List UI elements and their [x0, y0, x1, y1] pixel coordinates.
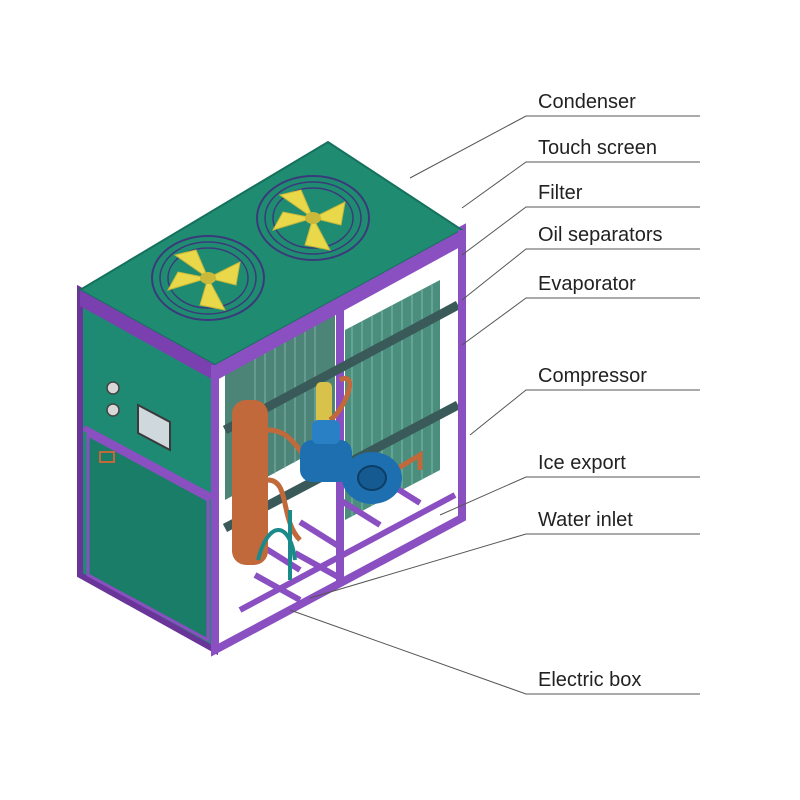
door-divider — [82, 425, 214, 500]
water-piping — [256, 510, 297, 580]
machine-body — [77, 140, 466, 657]
touch-screen-leader-line — [461, 161, 700, 209]
fan-icon — [151, 235, 265, 321]
evaporator-label: Evaporator — [538, 273, 636, 295]
copper-piping — [267, 376, 423, 542]
touch-screen-label: Touch screen — [538, 137, 657, 159]
filter-canister — [316, 382, 332, 430]
door-handle — [99, 451, 115, 463]
water-inlet-leader-line — [309, 533, 700, 599]
compressor-label: Compressor — [538, 365, 647, 387]
condenser-leader-line — [409, 115, 700, 179]
ice-export-label: Ice export — [538, 452, 626, 474]
evaporator-leader-line — [461, 297, 700, 346]
filter-leader-line — [461, 206, 700, 256]
oil-separator-tank — [232, 400, 268, 565]
condenser-label: Condenser — [538, 91, 636, 113]
top-left-edge — [80, 290, 215, 381]
fan-icon — [256, 175, 370, 261]
touch-screen-panel — [137, 403, 171, 452]
ice-export-leader-line — [439, 476, 700, 516]
top-front-edge — [215, 230, 462, 381]
oil-separators-leader-line — [461, 248, 700, 301]
water-inlet-label: Water inlet — [538, 509, 633, 531]
electric-box-door — [86, 432, 210, 643]
electric-box-leader-line — [289, 609, 700, 695]
gauge-icon — [106, 403, 120, 417]
oil-separators-label: Oil separators — [538, 224, 663, 246]
compressor-leader-line — [469, 389, 700, 436]
compressor-unit — [300, 420, 402, 504]
gauge-icon — [106, 381, 120, 395]
electric-box-label: Electric box — [538, 669, 641, 691]
filter-label: Filter — [538, 182, 583, 204]
